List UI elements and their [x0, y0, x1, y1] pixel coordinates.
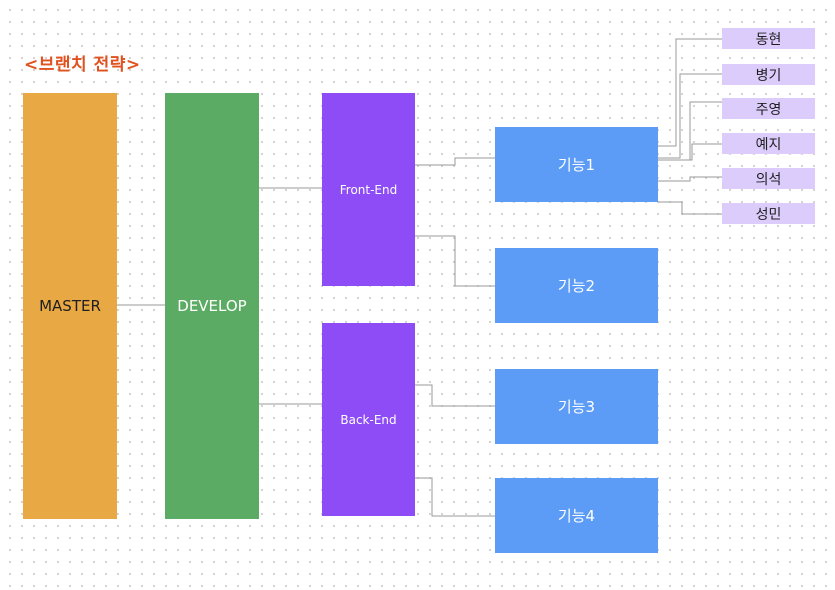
connector-feature1-member1 [658, 38, 722, 147]
connector-backend-feature3 [415, 384, 495, 407]
diagram-title: <브랜치 전략> [24, 55, 141, 75]
connector-frontend-feature1 [415, 157, 495, 166]
member-tag-4: 예지 [722, 133, 815, 154]
feature-branch-3: 기능3 [495, 369, 658, 444]
connector-feature1-member5 [658, 176, 722, 182]
member-tag-1: 동현 [722, 28, 815, 49]
frontend-branch: Front-End [322, 93, 415, 286]
connector-frontend-feature2 [415, 235, 495, 287]
connector-backend-feature4 [415, 477, 495, 517]
member-tag-3: 주영 [722, 98, 815, 119]
connector-feature1-member2 [658, 73, 722, 159]
feature-branch-2: 기능2 [495, 248, 658, 323]
master-branch: MASTER [23, 93, 117, 519]
member-tag-6: 성민 [722, 203, 815, 224]
connector-feature1-member6 [658, 201, 722, 215]
feature-branch-4: 기능4 [495, 478, 658, 553]
member-tag-2: 병기 [722, 64, 815, 85]
connector-feature1-member4 [658, 143, 722, 161]
member-tag-5: 의석 [722, 168, 815, 189]
connector-feature1-member3 [658, 101, 722, 161]
feature-branch-1: 기능1 [495, 127, 658, 202]
develop-branch: DEVELOP [165, 93, 259, 519]
backend-branch: Back-End [322, 323, 415, 516]
